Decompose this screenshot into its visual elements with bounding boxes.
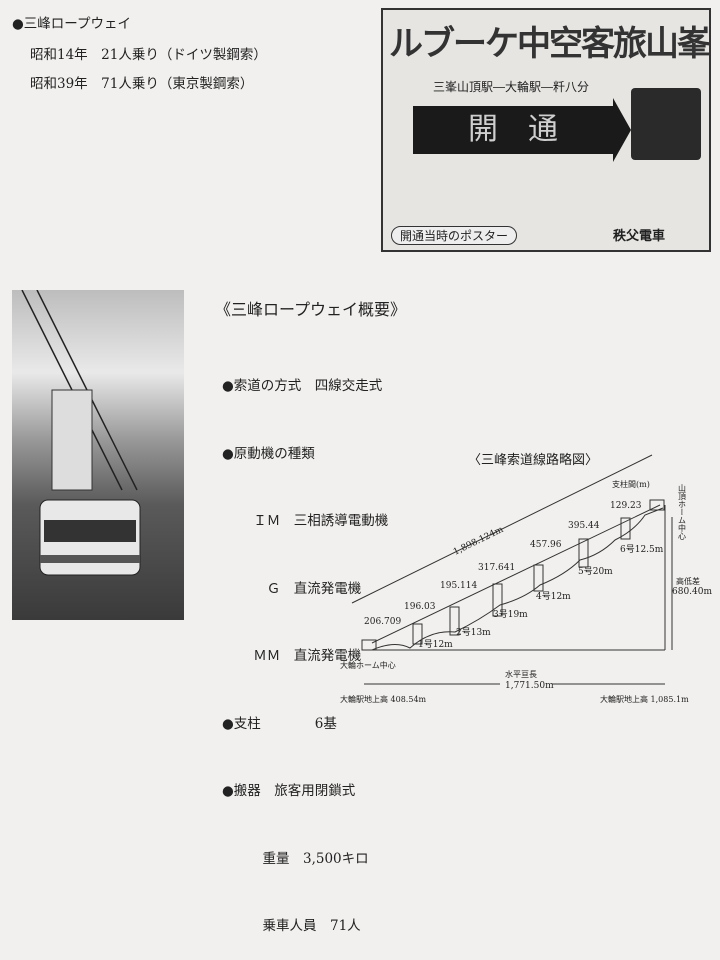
span-label: 195.114 — [440, 581, 477, 591]
diagram-title: 〈三峰索道線路略図〉 — [468, 452, 598, 468]
span-unit-label: 支柱間(m) — [612, 479, 650, 489]
bottom-station-label: 大輪ホーム中心 — [340, 660, 396, 670]
tower-label: 4号12m — [536, 591, 571, 602]
span-label: 196.03 — [404, 602, 436, 612]
summary-title: 《三峰ロープウェイ概要》 — [215, 300, 407, 319]
poster-image: 三峯山旅客空中ケーブル 三峯山頂駅―大輪駅―粁八分 開 通 秩父電車 開通当時の… — [381, 8, 711, 252]
tower-label: 1号12m — [418, 639, 453, 650]
horizontal-label: 水平亘長 — [505, 669, 537, 679]
poster-headline: 三峯山旅客空中ケーブル — [389, 24, 711, 64]
height-diff: 680.40m — [672, 587, 712, 597]
span-label: 206.709 — [364, 617, 401, 627]
span-label: 317.641 — [478, 563, 515, 573]
poster-arrow: 開 通 — [413, 106, 613, 154]
history-line: 昭和39年 71人乗り（東京製鋼索） — [30, 76, 254, 92]
summary-item: ●原動機の種類 — [222, 445, 315, 462]
tower-label: 2号13m — [456, 627, 491, 638]
tower-label: 3号19m — [493, 609, 528, 620]
summary-item: ＩＭ 三相誘導電動機 — [222, 513, 389, 529]
summary-item: 乗車人員 71人 — [222, 918, 361, 934]
towers — [412, 517, 631, 645]
route-diagram: 〈三峰索道線路略図〉 1,898.124m 206.709 196.03 195… — [340, 452, 712, 704]
summary-item: ＭＭ 直流発電機 — [222, 648, 362, 664]
arrow-head — [613, 98, 631, 162]
span-label: 457.96 — [530, 540, 562, 550]
top-station-label: 山頂ホーム中心 — [678, 483, 687, 540]
horizontal-length: 1,771.50m — [505, 681, 554, 691]
summary-item: ●索道の方式 四線交走式 — [222, 378, 383, 394]
height-diff-label: 高低差 — [676, 576, 700, 586]
bottom-altitude: 大輪駅地上高 408.54m — [340, 694, 427, 704]
tower-label: 6号12.5m — [620, 544, 664, 555]
tower-label: 5号20m — [578, 566, 613, 577]
history-line: 昭和14年 21人乗り（ドイツ製鋼索） — [30, 47, 267, 63]
top-altitude: 大輪駅地上高 1,085.1m — [600, 694, 689, 704]
ropeway-photo — [12, 289, 184, 620]
poster-company: 秩父電車 — [613, 229, 666, 244]
section-title: ●三峰ロープウェイ — [12, 16, 131, 32]
poster-route: 三峯山頂駅―大輪駅―粁八分 — [433, 80, 590, 94]
poster-caption: 開通当時のポスター — [391, 226, 518, 245]
summary-item: ●搬器 旅客用閉鎖式 — [222, 783, 356, 799]
slope-length: 1,898.124m — [452, 525, 506, 558]
summary-item: Ｇ 直流発電機 — [222, 580, 362, 597]
gondola-drawing — [631, 88, 701, 160]
span-label: 395.44 — [568, 521, 600, 531]
span-label: 129.23 — [610, 501, 642, 511]
summary-item: 重量 3,500キロ — [222, 850, 369, 867]
